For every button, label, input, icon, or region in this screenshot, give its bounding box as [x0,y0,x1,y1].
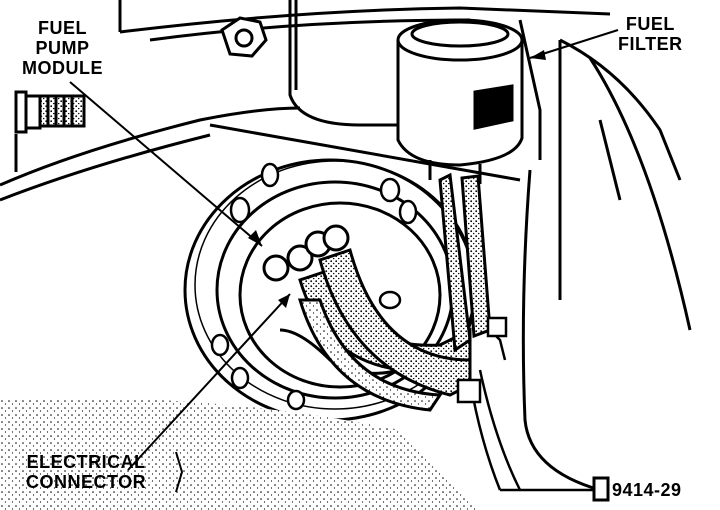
bracket-tab [592,476,610,502]
tank-floor-surface [0,398,480,510]
arrowheads [248,50,546,308]
bolt-head-icon [220,16,268,58]
flange-lug [210,162,418,411]
wiring-harness [456,316,600,492]
fuel-filter [396,18,524,184]
fuel-filter-label: FUEL FILTER [618,14,683,54]
figure-number-label: 9414-29 [612,480,682,500]
vehicle-body-panel [0,0,692,492]
threaded-stud [14,90,86,172]
fuel-pump-module-label: FUEL PUMP MODULE [22,18,103,78]
electrical-connector-label: ELECTRICAL CONNECTOR [26,452,147,492]
callout-leader-lines [69,29,619,493]
pump-module-fittings [262,224,401,375]
